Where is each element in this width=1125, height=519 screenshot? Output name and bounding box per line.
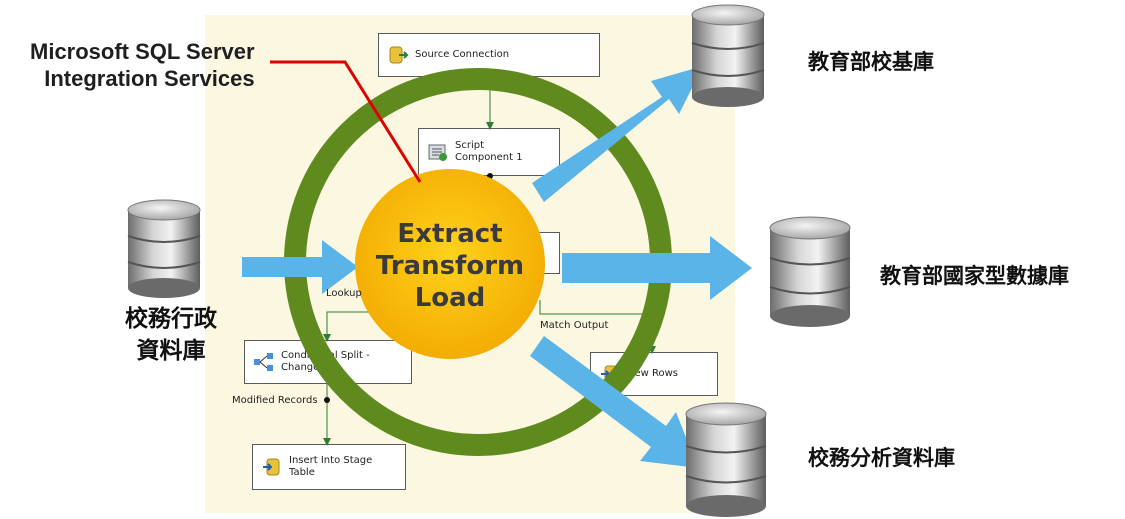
arrow-to-target1 (532, 66, 703, 202)
target3-database-label: 校務分析資料庫 (808, 446, 955, 470)
source-database-line1: 校務行政 (125, 306, 217, 332)
database-destination-icon (263, 458, 280, 476)
source-database-label: 校務行政 資料庫 (125, 303, 217, 367)
ssis-label-line1: Microsoft SQL Server (30, 39, 255, 64)
source-database-icon (127, 199, 201, 298)
flow-dot (324, 397, 330, 403)
conditional-split-icon (254, 353, 273, 371)
modified-records-label: Modified Records (232, 395, 318, 406)
flow-arrows (242, 66, 752, 468)
pointer-line (270, 60, 422, 183)
match-output-label: Match Output (540, 320, 609, 331)
etl-label: Extract Transform Load (355, 218, 545, 314)
input-arrow (242, 240, 358, 294)
lookup-label: Lookup (326, 288, 362, 299)
new-rows-label: New Rows (627, 368, 678, 379)
etl-line1: Extract (397, 219, 503, 249)
insert-stage-line2: Table (289, 467, 315, 478)
database-source-icon (389, 46, 409, 64)
insert-stage-line1: Insert Into Stage (289, 455, 373, 466)
source-connection-box: Source Connection (378, 33, 600, 77)
target-database-icon (691, 4, 765, 107)
conditional-split-line2: Changed (281, 362, 326, 373)
etl-line3: Load (414, 283, 486, 313)
script-icon (428, 144, 447, 161)
arrow-to-target2 (562, 236, 752, 300)
source-database-line2: 資料庫 (136, 338, 206, 364)
script-component-line2: Component 1 (455, 152, 523, 163)
target-database-icon (685, 402, 767, 517)
arrow-to-target3 (530, 336, 698, 468)
source-connection-label: Source Connection (415, 49, 510, 60)
target2-database-label: 教育部國家型數據庫 (880, 264, 1069, 288)
target-database-icon (769, 216, 851, 327)
etl-line2: Transform (375, 251, 525, 281)
ssis-label-line2: Integration Services (44, 66, 255, 91)
ssis-label: Microsoft SQL Server Integration Service… (30, 38, 255, 92)
target1-database-label: 教育部校基庫 (808, 50, 934, 74)
etl-circle (355, 169, 545, 359)
script-component-line1: Script (455, 140, 485, 151)
